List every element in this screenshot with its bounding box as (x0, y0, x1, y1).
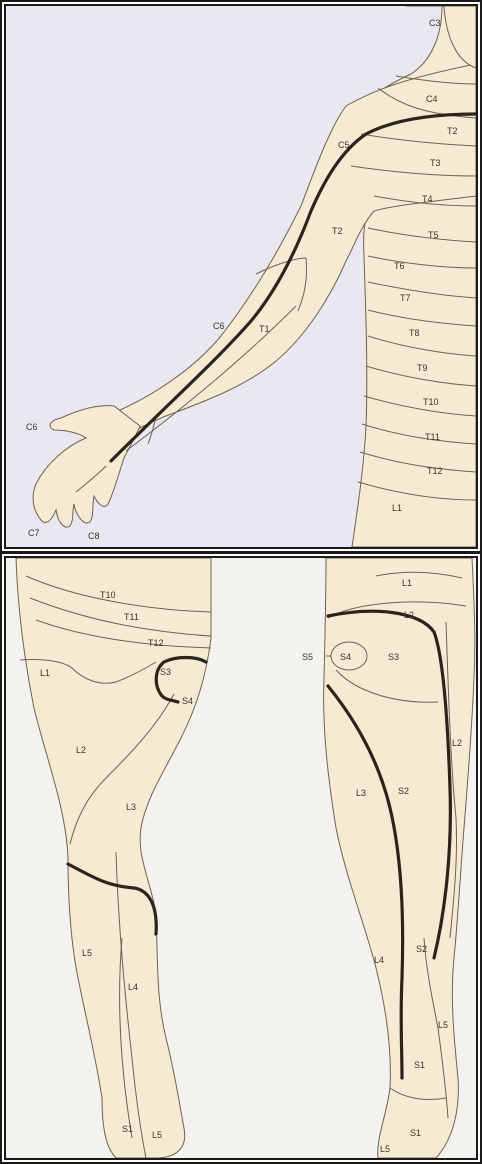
label-t3: T3 (430, 158, 441, 168)
label-t10: T10 (423, 397, 439, 407)
label-front-l1: L1 (40, 668, 50, 678)
label-back-s4: S4 (340, 652, 351, 662)
label-c5: C5 (338, 140, 350, 150)
label-front-l2: L2 (76, 745, 86, 755)
label-front-s1: S1 (122, 1124, 133, 1134)
label-back-l1: L1 (402, 578, 412, 588)
label-back-s5: S5 (302, 652, 313, 662)
label-t2-arm: T2 (332, 226, 343, 236)
label-front-s3: S3 (160, 667, 171, 677)
label-front-l5: L5 (82, 948, 92, 958)
label-c6-thumb: C6 (26, 422, 38, 432)
label-c6-arm: C6 (213, 321, 225, 331)
label-front-t10: T10 (100, 590, 116, 600)
label-c4: C4 (426, 94, 438, 104)
label-t8: T8 (409, 328, 420, 338)
label-t2: T2 (447, 126, 458, 136)
label-c8: C8 (88, 531, 100, 541)
label-back-s3: S3 (388, 652, 399, 662)
upper-body-illustration: C3 C4 T2 C5 T3 T4 T5 T2 T6 T7 C6 T1 T8 T… (6, 6, 476, 547)
label-c3: C3 (429, 18, 441, 28)
label-front-l4: L4 (128, 982, 138, 992)
label-back-l2-upper: L2 (404, 610, 414, 620)
label-t11: T11 (425, 432, 440, 442)
front-leg-outline (16, 558, 211, 1158)
label-t6: T6 (394, 261, 405, 271)
lower-body-dermatome-panel: T10 T11 T12 L1 S3 S4 L2 L3 L5 L4 S1 L5 L… (4, 556, 478, 1160)
label-back-l2-lateral: L2 (452, 738, 462, 748)
label-c7: C7 (28, 528, 40, 538)
label-t7: T7 (400, 293, 411, 303)
label-t1: T1 (259, 324, 270, 334)
label-front-t11: T11 (124, 612, 139, 622)
label-back-s1-calf: S1 (414, 1060, 425, 1070)
label-t5: T5 (428, 230, 439, 240)
label-front-s4: S4 (182, 696, 193, 706)
label-back-s2-upper: S2 (398, 786, 409, 796)
label-front-l3: L3 (126, 802, 136, 812)
label-back-s1-foot: S1 (410, 1128, 421, 1138)
label-l1: L1 (392, 503, 402, 513)
label-front-l5-foot: L5 (152, 1130, 162, 1140)
hand-outline (33, 406, 140, 527)
label-back-l3: L3 (356, 788, 366, 798)
label-back-s2-lower: S2 (416, 944, 427, 954)
label-t9: T9 (417, 363, 428, 373)
label-front-t12: T12 (148, 638, 164, 648)
label-t4: T4 (422, 194, 433, 204)
label-back-l4: L4 (374, 955, 384, 965)
label-back-l5: L5 (438, 1020, 448, 1030)
lower-body-illustration: T10 T11 T12 L1 S3 S4 L2 L3 L5 L4 S1 L5 L… (6, 558, 476, 1158)
label-t12: T12 (427, 466, 443, 476)
label-back-l5-foot: L5 (380, 1144, 390, 1154)
upper-body-dermatome-panel: C3 C4 T2 C5 T3 T4 T5 T2 T6 T7 C6 T1 T8 T… (4, 4, 478, 549)
